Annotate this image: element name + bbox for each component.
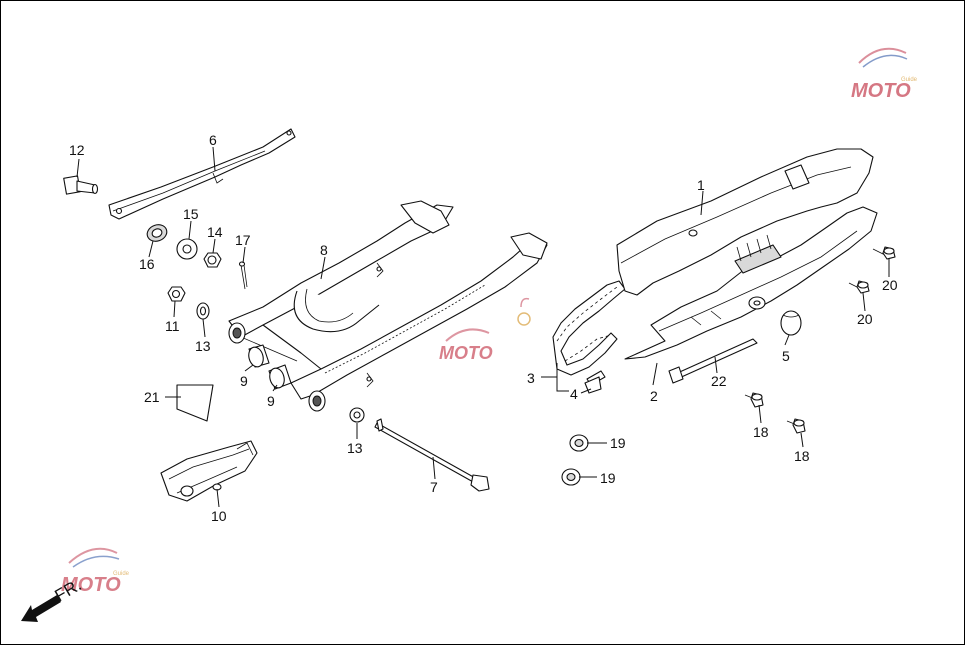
callout-22: 22 bbox=[711, 373, 727, 389]
callout-4: 4 bbox=[570, 386, 578, 402]
callout-1: 1 bbox=[697, 177, 705, 193]
part-11-nut bbox=[167, 286, 186, 302]
watermark-logo-text: MOTO bbox=[439, 343, 493, 363]
watermark-bottom-left: MOTO Guide bbox=[61, 547, 130, 596]
callout-2: 2 bbox=[650, 388, 658, 404]
callout-20-lower: 20 bbox=[857, 311, 873, 327]
part-12-pivot-bolt bbox=[63, 175, 99, 195]
callout-9-lower: 9 bbox=[267, 393, 275, 409]
part-10-chain-slider bbox=[160, 440, 258, 502]
part-3-drive-chain bbox=[552, 280, 626, 376]
callout-labels: 1 2 3 4 5 6 7 8 9 9 10 11 12 13 13 14 15… bbox=[69, 132, 898, 524]
part-21-warning-label bbox=[176, 384, 214, 422]
part-17-cotter-pin bbox=[238, 261, 248, 290]
part-13-washer-lower bbox=[349, 407, 365, 423]
part-16-dust-seal bbox=[146, 224, 168, 242]
part-14-nut bbox=[203, 252, 222, 268]
callout-18-upper: 18 bbox=[753, 424, 769, 440]
callout-19-lower: 19 bbox=[600, 470, 616, 486]
part-18-bolt-upper bbox=[744, 392, 764, 408]
callout-18-lower: 18 bbox=[794, 448, 810, 464]
part-7-pivot-axle bbox=[374, 418, 490, 492]
callout-7: 7 bbox=[430, 479, 438, 495]
part-9-bushing-lower bbox=[268, 364, 292, 390]
watermark-sub-text: Guide bbox=[901, 77, 918, 83]
watermark-top-right: MOTO Guide bbox=[851, 47, 918, 102]
callout-9-upper: 9 bbox=[240, 373, 248, 389]
callout-12: 12 bbox=[69, 142, 85, 158]
watermark-logo-text: MOTO bbox=[61, 574, 121, 596]
watermark-center bbox=[517, 297, 531, 326]
front-direction-marker: FR. bbox=[21, 575, 85, 622]
part-1-chain-cover bbox=[616, 148, 874, 296]
part-15-washer bbox=[176, 238, 198, 260]
leader-lines bbox=[76, 146, 890, 508]
part-4-master-link bbox=[584, 370, 606, 394]
callout-17: 17 bbox=[235, 232, 251, 248]
part-9-bushing-upper bbox=[248, 344, 270, 368]
part-5-rubber-plug bbox=[780, 310, 802, 336]
watermark-center-left: MOTO bbox=[439, 328, 493, 363]
callout-19-upper: 19 bbox=[610, 435, 626, 451]
callout-8: 8 bbox=[320, 242, 328, 258]
part-8-swingarm bbox=[228, 200, 548, 412]
watermark-sub-text: Guide bbox=[113, 571, 130, 577]
callout-15: 15 bbox=[183, 206, 199, 222]
callout-16: 16 bbox=[139, 256, 155, 272]
part-18-bolt-lower bbox=[786, 418, 806, 434]
callout-10: 10 bbox=[211, 508, 227, 524]
part-20-bolt-upper bbox=[872, 246, 896, 260]
part-13-washer-upper bbox=[196, 302, 210, 320]
callout-3: 3 bbox=[527, 370, 535, 386]
part-19-collar-upper bbox=[569, 434, 589, 452]
part-2-chain-guard-lower bbox=[624, 206, 878, 360]
callout-13-upper: 13 bbox=[195, 338, 211, 354]
part-6-chain-guide-arm bbox=[108, 128, 296, 220]
front-arrow-icon bbox=[21, 595, 61, 622]
callout-6: 6 bbox=[209, 132, 217, 148]
callout-20-upper: 20 bbox=[882, 277, 898, 293]
callout-5: 5 bbox=[782, 348, 790, 364]
callout-14: 14 bbox=[207, 224, 223, 240]
callout-21: 21 bbox=[144, 389, 160, 405]
callout-11: 11 bbox=[165, 318, 180, 334]
callout-13-lower: 13 bbox=[347, 440, 363, 456]
part-19-collar-lower bbox=[561, 468, 581, 486]
part-20-bolt-lower bbox=[848, 280, 870, 294]
watermark-logo-text: MOTO bbox=[851, 80, 911, 102]
